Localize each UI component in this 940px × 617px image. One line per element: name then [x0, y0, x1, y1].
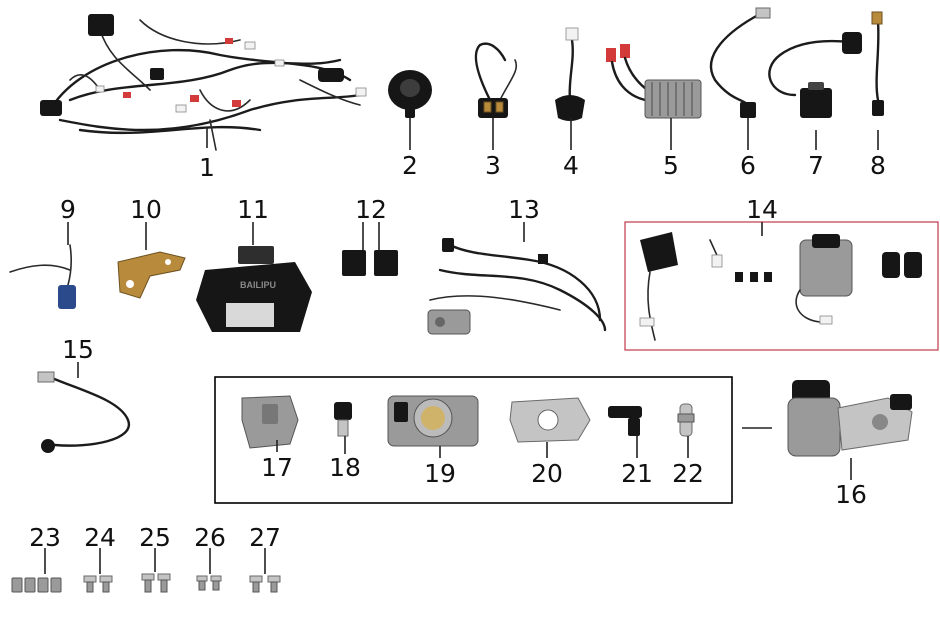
callout-27: 27	[249, 523, 281, 552]
part-12-relays	[342, 250, 398, 276]
callout-6: 6	[740, 151, 756, 180]
callout-13: 13	[508, 195, 540, 224]
part-1-wiring-harness	[40, 14, 367, 151]
part-2-horn	[388, 70, 432, 118]
callout-15: 15	[62, 335, 94, 364]
callout-4: 4	[563, 151, 579, 180]
callout-12: 12	[355, 195, 387, 224]
leader-lines	[44, 118, 879, 574]
callout-11: 11	[237, 195, 269, 224]
callout-25: 25	[139, 523, 171, 552]
part-7-ignition-coil	[768, 32, 862, 118]
part-3-starter-relay	[474, 42, 518, 118]
callout-10: 10	[130, 195, 162, 224]
ecu-label: BAILIPU	[240, 280, 276, 290]
part-24-bolts	[83, 575, 113, 593]
part-21-map-sensor	[608, 406, 642, 436]
callout-5: 5	[663, 151, 679, 180]
callout-23: 23	[29, 523, 61, 552]
part-14-kit-components	[639, 232, 922, 341]
callout-17: 17	[261, 453, 293, 482]
part-8-temperature-sensor	[871, 11, 884, 116]
part-20-intake-manifold	[509, 397, 591, 443]
callout-8: 8	[870, 151, 886, 180]
callout-14: 14	[746, 195, 778, 224]
callout-19: 19	[424, 459, 456, 488]
part-19-throttle-body	[387, 395, 479, 447]
callout-18: 18	[329, 453, 361, 482]
callout-numbers: 1 2 3 4 5 6 7 8 9 10 11 12 13 14 15 16 1…	[29, 151, 886, 552]
part-4-sensor	[555, 27, 585, 121]
callout-26: 26	[194, 523, 226, 552]
callout-9: 9	[60, 195, 76, 224]
throttle-group-box	[214, 376, 733, 504]
callout-21: 21	[621, 459, 653, 488]
part-11-ecu: BAILIPU	[196, 246, 312, 332]
callout-16: 16	[835, 480, 867, 509]
part-16-throttle-assembly	[787, 380, 913, 457]
callout-3: 3	[485, 151, 501, 180]
part-6-sensor-cable	[709, 7, 771, 118]
part-9-sensor	[9, 244, 76, 309]
kit-box-14	[624, 221, 939, 351]
callout-7: 7	[808, 151, 824, 180]
part-5-regulator-rectifier	[606, 44, 702, 119]
callout-2: 2	[402, 151, 418, 180]
part-17-intake-component	[241, 395, 299, 449]
callout-1: 1	[199, 153, 215, 182]
part-27-bolts	[249, 575, 281, 593]
callout-22: 22	[672, 459, 704, 488]
part-22-fuel-injector	[677, 403, 695, 437]
part-13-sensor-cable	[427, 238, 607, 335]
callout-24: 24	[84, 523, 116, 552]
part-26-bolts	[196, 575, 222, 591]
callout-20: 20	[531, 459, 563, 488]
part-23-bolts	[11, 577, 62, 593]
part-18-idle-valve	[334, 402, 352, 437]
part-25-bolts	[141, 573, 171, 593]
part-15-sensor-cable	[37, 371, 131, 453]
part-10-bracket	[117, 251, 186, 299]
